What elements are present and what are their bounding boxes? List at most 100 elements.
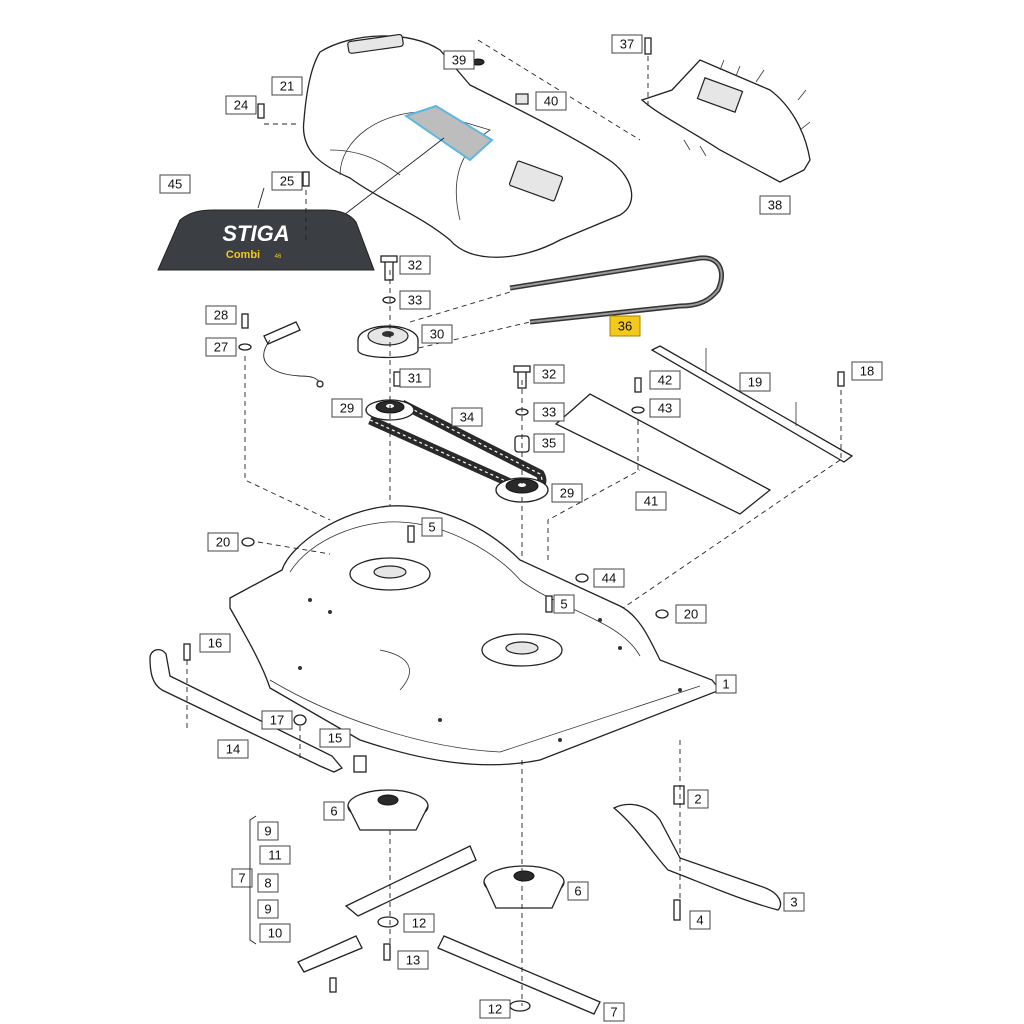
callout-12a: 12	[403, 913, 435, 933]
drive-belt	[409, 255, 724, 351]
callout-19: 19	[739, 372, 771, 392]
callout-9b: 9	[257, 899, 279, 919]
callout-8: 8	[257, 873, 279, 893]
callout-31: 31	[399, 368, 431, 388]
svg-text:29: 29	[340, 401, 354, 416]
top-cover	[302, 33, 633, 258]
callout-29a: 29	[331, 398, 363, 418]
svg-text:8: 8	[264, 876, 271, 891]
callout-10: 10	[259, 923, 291, 943]
callout-33a: 33	[399, 290, 431, 310]
svg-text:28: 28	[214, 308, 228, 323]
svg-text:43: 43	[658, 401, 672, 416]
wire-harness	[238, 313, 331, 521]
svg-text:16: 16	[208, 636, 222, 651]
svg-text:33: 33	[408, 293, 422, 308]
svg-text:32: 32	[542, 367, 556, 382]
svg-text:18: 18	[860, 364, 874, 379]
svg-text:42: 42	[658, 373, 672, 388]
svg-text:39: 39	[452, 53, 466, 68]
callout-16: 16	[199, 633, 231, 653]
callout-15: 15	[319, 728, 351, 748]
callout-20a: 20	[207, 532, 239, 552]
svg-text:19: 19	[748, 375, 762, 390]
svg-text:2: 2	[694, 792, 701, 807]
callout-6a: 6	[323, 801, 345, 821]
callout-28: 28	[205, 305, 237, 325]
callout-37: 37	[611, 34, 643, 54]
callout-14: 14	[217, 739, 249, 759]
svg-text:44: 44	[602, 571, 616, 586]
svg-text:34: 34	[460, 410, 474, 425]
baffle-plate	[554, 345, 854, 611]
callout-2: 2	[687, 789, 709, 809]
svg-text:38: 38	[768, 198, 782, 213]
callout-40: 40	[535, 91, 567, 111]
cutting-blades	[297, 760, 601, 1015]
decal-model-suffix: 46	[275, 254, 282, 260]
callout-42: 42	[649, 370, 681, 390]
callout-11: 11	[259, 845, 291, 865]
svg-text:31: 31	[408, 371, 422, 386]
callout-5b: 5	[553, 594, 575, 614]
callout-34: 34	[451, 407, 483, 427]
callout-17: 17	[261, 710, 293, 730]
svg-text:45: 45	[168, 177, 182, 192]
stiga-decal: STIGA Combi 46	[157, 187, 375, 271]
callout-33b: 33	[533, 402, 565, 422]
pulley-assembly	[357, 255, 549, 680]
svg-text:12: 12	[412, 916, 426, 931]
svg-text:41: 41	[644, 494, 658, 509]
svg-text:3: 3	[790, 895, 797, 910]
side-bracket	[612, 740, 782, 921]
callout-25: 25	[271, 171, 303, 191]
callout-21: 21	[271, 76, 303, 96]
svg-text:7: 7	[238, 871, 245, 886]
svg-text:21: 21	[280, 79, 294, 94]
svg-text:14: 14	[226, 742, 240, 757]
svg-text:10: 10	[268, 926, 282, 941]
svg-text:37: 37	[620, 37, 634, 52]
svg-text:5: 5	[428, 520, 435, 535]
callout-13: 13	[397, 950, 429, 970]
svg-text:32: 32	[408, 258, 422, 273]
svg-text:11: 11	[268, 848, 282, 863]
svg-text:17: 17	[270, 713, 284, 728]
callout-32b: 32	[533, 364, 565, 384]
svg-text:35: 35	[542, 436, 556, 451]
callout-32a: 32	[399, 255, 431, 275]
svg-text:29: 29	[560, 486, 574, 501]
svg-text:5: 5	[560, 597, 567, 612]
callout-5a: 5	[421, 517, 443, 537]
callout-20b: 20	[675, 604, 707, 624]
decal-model: Combi	[226, 249, 260, 261]
svg-text:30: 30	[430, 327, 444, 342]
svg-text:40: 40	[544, 94, 558, 109]
svg-text:9: 9	[264, 824, 271, 839]
callout-36-highlighted: 36	[609, 315, 641, 337]
svg-text:25: 25	[280, 174, 294, 189]
callout-labels: 1 2 3 4 5 5 6 6 7 7 8 9 9 10 11 12 12 13…	[159, 34, 883, 1022]
callout-44: 44	[593, 568, 625, 588]
svg-text:1: 1	[722, 677, 729, 692]
callout-12b: 12	[479, 999, 511, 1019]
callout-38: 38	[759, 195, 791, 215]
svg-text:7: 7	[610, 1005, 617, 1020]
mower-deck	[229, 469, 722, 766]
svg-text:20: 20	[684, 607, 698, 622]
callout-4: 4	[689, 910, 711, 930]
side-rail	[149, 643, 367, 773]
svg-text:13: 13	[406, 953, 420, 968]
blade-hubs	[347, 789, 565, 909]
callout-35: 35	[533, 433, 565, 453]
callout-9a: 9	[257, 821, 279, 841]
svg-text:12: 12	[488, 1002, 502, 1017]
svg-text:20: 20	[216, 535, 230, 550]
svg-text:9: 9	[264, 902, 271, 917]
svg-text:33: 33	[542, 405, 556, 420]
callout-7b: 7	[603, 1002, 625, 1022]
svg-text:15: 15	[328, 731, 342, 746]
callout-41: 41	[635, 491, 667, 511]
svg-text:27: 27	[214, 340, 228, 355]
